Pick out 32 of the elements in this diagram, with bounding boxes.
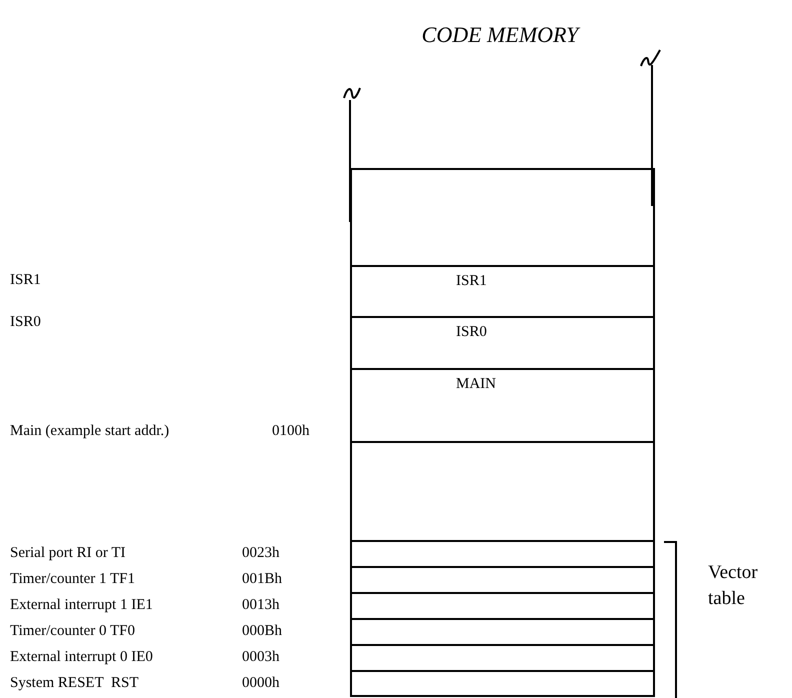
memory-segment xyxy=(350,370,655,443)
memory-segment xyxy=(350,568,655,594)
interrupt-source-label: Timer/counter 1 TF1 xyxy=(10,571,136,588)
memory-segment xyxy=(350,646,655,672)
routine-label: Main (example start addr.) xyxy=(10,423,170,440)
segment-label: MAIN xyxy=(456,376,496,393)
address-label: 0013h xyxy=(242,597,280,614)
segment-label: ISR0 xyxy=(456,324,487,341)
interrupt-source-label: System RESET RST xyxy=(10,675,138,692)
address-label: 0100h xyxy=(272,423,310,440)
segment-label: ISR1 xyxy=(456,273,487,290)
interrupt-source-label: Timer/counter 0 TF0 xyxy=(10,623,136,640)
memory-segment xyxy=(350,267,655,318)
address-label: 000Bh xyxy=(242,623,282,640)
interrupt-source-label: Serial port RI or TI xyxy=(10,545,126,562)
address-label: 0003h xyxy=(242,649,280,666)
address-label: 001Bh xyxy=(242,571,282,588)
interrupt-source-label: External interrupt 0 IE0 xyxy=(10,649,153,666)
diagram-title: CODE MEMORY xyxy=(420,22,582,48)
memory-segment xyxy=(350,620,655,646)
memory-segment xyxy=(350,443,655,542)
address-label: 0023h xyxy=(242,545,280,562)
memory-segment xyxy=(350,542,655,568)
memory-segment xyxy=(350,168,655,267)
routine-label: ISR1 xyxy=(10,272,41,289)
interrupt-source-label: External interrupt 1 IE1 xyxy=(10,597,153,614)
memory-segment xyxy=(350,318,655,370)
memory-segment xyxy=(350,672,655,697)
vector-table-label: Vector table xyxy=(708,561,759,611)
routine-label: ISR0 xyxy=(10,314,41,331)
memory-segment xyxy=(350,594,655,620)
address-label: 0000h xyxy=(242,675,280,692)
